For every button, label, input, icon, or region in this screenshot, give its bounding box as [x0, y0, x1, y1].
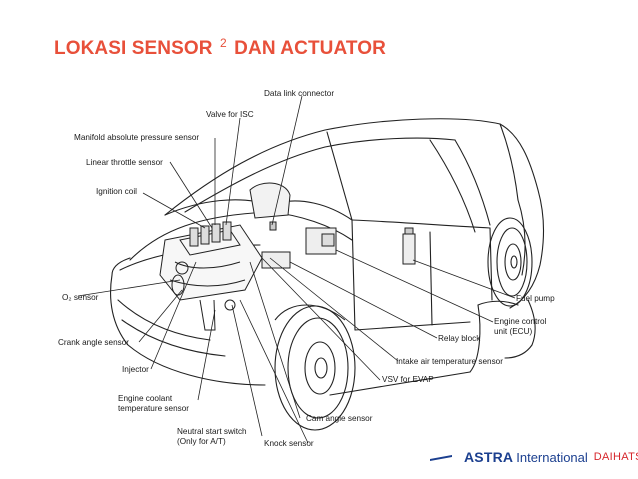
footer-astra: ASTRA [464, 449, 514, 465]
label-crank-angle-sensor: Crank angle sensor [58, 338, 129, 347]
labels: Data link connector Valve for ISC Manifo… [58, 89, 555, 448]
label-ecu-1: Engine control [494, 317, 547, 326]
label-data-link-connector: Data link connector [264, 89, 334, 98]
leader-lines [77, 95, 516, 444]
label-fuel-pump: Fuel pump [516, 294, 555, 303]
footer-logo: ASTRA International DAIHATSU [430, 446, 638, 468]
front-wheel [274, 304, 356, 431]
title-superscript: 2 [220, 36, 227, 50]
rear-wheel [487, 217, 533, 307]
label-vsv-for-evap: VSV for EVAP [382, 375, 434, 384]
label-map-sensor: Manifold absolute pressure sensor [74, 133, 199, 142]
footer-daihatsu: DAIHATSU [593, 451, 638, 463]
label-neutral-start-2: (Only for A/T) [177, 437, 226, 446]
label-o2-sensor: O₂ sensor [62, 293, 99, 302]
label-ecu-2: unit (ECU) [494, 327, 532, 336]
label-neutral-start-1: Neutral start switch [177, 427, 247, 436]
label-intake-air-temp-sensor: Intake air temperature sensor [396, 357, 503, 366]
label-relay-block: Relay block [438, 334, 481, 343]
label-valve-for-isc: Valve for ISC [206, 110, 254, 119]
label-knock-sensor: Knock sensor [264, 439, 314, 448]
label-engine-coolant-1: Engine coolant [118, 394, 173, 403]
engine-assembly [159, 182, 416, 331]
label-cam-angle-sensor: Cam angle sensor [306, 414, 373, 423]
label-injector: Injector [122, 365, 149, 374]
footer-international: International [516, 449, 588, 465]
astra-logo-icon [430, 455, 452, 461]
title-main: LOKASI SENSOR [54, 38, 213, 59]
title-rest: DAN ACTUATOR [234, 38, 386, 59]
label-engine-coolant-2: temperature sensor [118, 404, 189, 413]
slide-title: LOKASI SENSOR 2 DAN ACTUATOR [54, 36, 386, 60]
label-ignition-coil: Ignition coil [96, 187, 137, 196]
label-linear-throttle-sensor: Linear throttle sensor [86, 158, 163, 167]
